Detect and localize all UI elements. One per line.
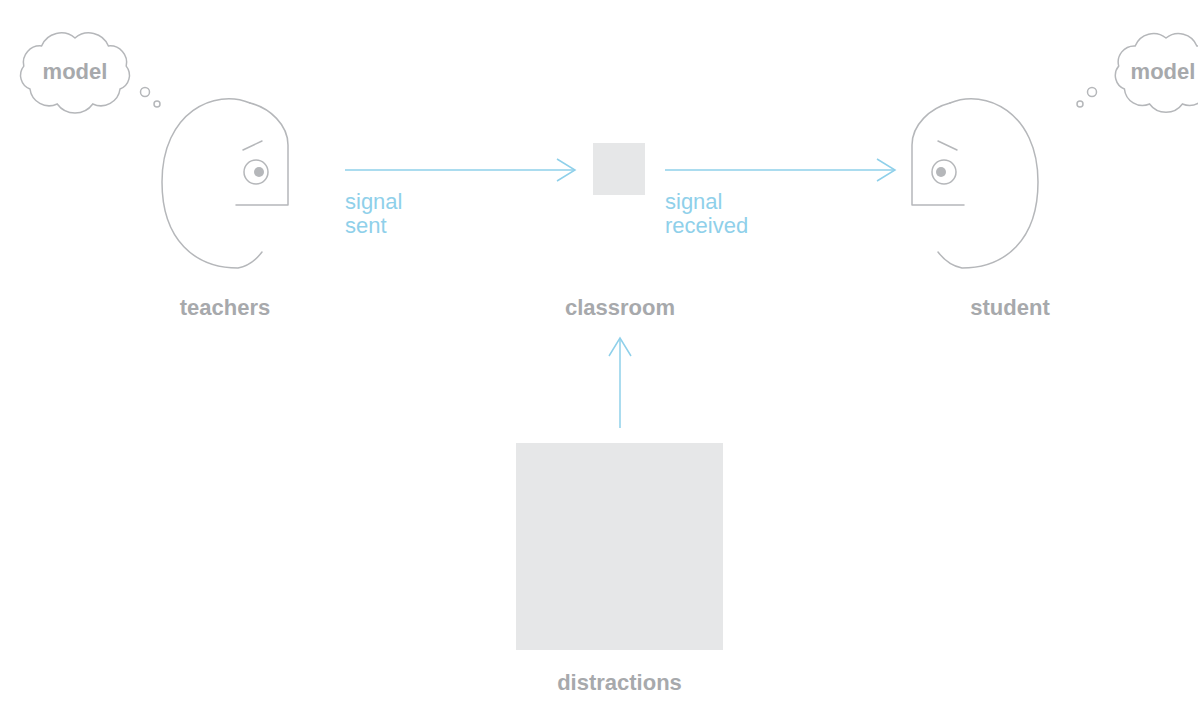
- face-group: [162, 99, 288, 268]
- arrow-line: [665, 169, 895, 171]
- node-label: model: [1113, 59, 1198, 85]
- gray-box: classroom: [575, 140, 665, 338]
- thought-cloud: model: [1120, 34, 1198, 110]
- signal-arrow: [665, 159, 895, 181]
- person-head: teachers: [158, 95, 345, 320]
- gray-square: [593, 143, 645, 195]
- signal-arrow: [345, 159, 575, 181]
- person-head: student: [895, 95, 1080, 320]
- face-profile: [236, 103, 288, 205]
- pupil: [254, 167, 264, 177]
- signal-label: signal received: [665, 190, 748, 238]
- eye: [244, 160, 268, 184]
- eye: [932, 160, 956, 184]
- gray-square: [516, 443, 723, 650]
- thought-bubble: [154, 101, 160, 107]
- arrow-line: [619, 338, 621, 428]
- node-label: student: [960, 295, 1060, 321]
- face-profile: [912, 103, 964, 205]
- arrow-head: [557, 159, 575, 181]
- eyebrow: [243, 141, 262, 150]
- signal-arrow: [609, 338, 631, 428]
- signal-label: signal sent: [345, 190, 402, 238]
- gray-box: distractions: [516, 428, 723, 704]
- arrow-line: [345, 169, 575, 171]
- pupil: [936, 167, 946, 177]
- thought-bubble: [1088, 88, 1097, 97]
- head-back: [162, 99, 262, 268]
- thought-bubble: [141, 88, 150, 97]
- thought-cloud: model: [18, 34, 132, 110]
- thought-bubble: [1077, 101, 1083, 107]
- arrow-head: [877, 159, 895, 181]
- arrow-head: [609, 338, 631, 356]
- head-outline: [895, 95, 1080, 320]
- node-label: model: [18, 59, 132, 85]
- node-label: distractions: [496, 670, 743, 696]
- eyebrow: [938, 141, 957, 150]
- node-label: classroom: [545, 295, 695, 321]
- node-label: teachers: [158, 295, 292, 321]
- face-group: [912, 99, 1038, 268]
- head-back: [938, 99, 1038, 268]
- head-outline: [158, 95, 345, 320]
